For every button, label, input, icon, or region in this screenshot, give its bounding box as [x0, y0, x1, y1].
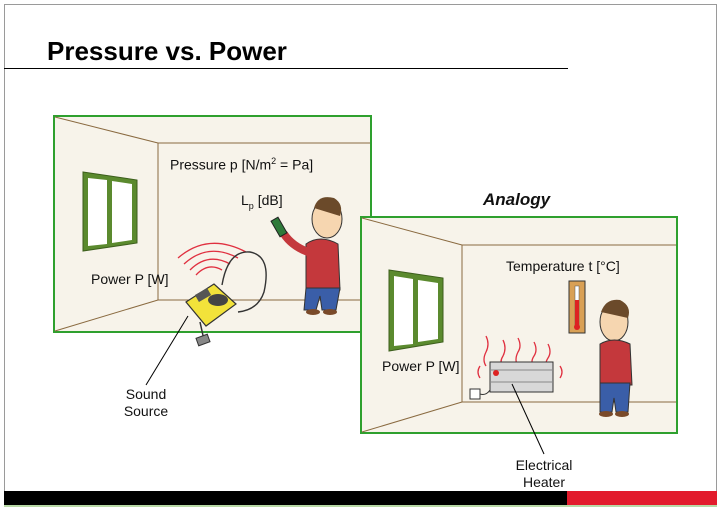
sound-source-pointer	[145, 315, 189, 386]
sound-source-icon	[185, 251, 267, 347]
room1-power-label: Power P [W]	[91, 271, 169, 287]
sound-level-label: Lp [dB]	[241, 192, 283, 211]
footer-bar-red	[567, 491, 717, 505]
footer-bar-black	[4, 491, 567, 505]
temperature-label: Temperature t [°C]	[506, 258, 620, 274]
pressure-label: Pressure p [N/m2 = Pa]	[170, 156, 314, 173]
heater-pointer	[511, 383, 545, 455]
room-heater-illustration	[360, 216, 678, 434]
slide-title: Pressure vs. Power	[47, 36, 287, 66]
room2-power-label: Power P [W]	[382, 358, 460, 374]
analogy-label: Analogy	[483, 190, 551, 209]
room1-window	[82, 171, 138, 252]
sound-waves	[177, 242, 247, 276]
person-standing-icon	[599, 299, 633, 417]
heater-label: Electrical Heater	[515, 457, 573, 490]
sound-source-label: Sound Source	[123, 386, 169, 419]
electrical-heater-icon	[469, 361, 554, 400]
room2-window	[388, 269, 444, 352]
person-with-sound-meter-icon	[270, 197, 343, 315]
thermometer-icon	[568, 280, 586, 334]
footer-line-green	[4, 505, 717, 507]
room-sound-illustration	[53, 115, 372, 347]
title-underline	[4, 68, 568, 69]
